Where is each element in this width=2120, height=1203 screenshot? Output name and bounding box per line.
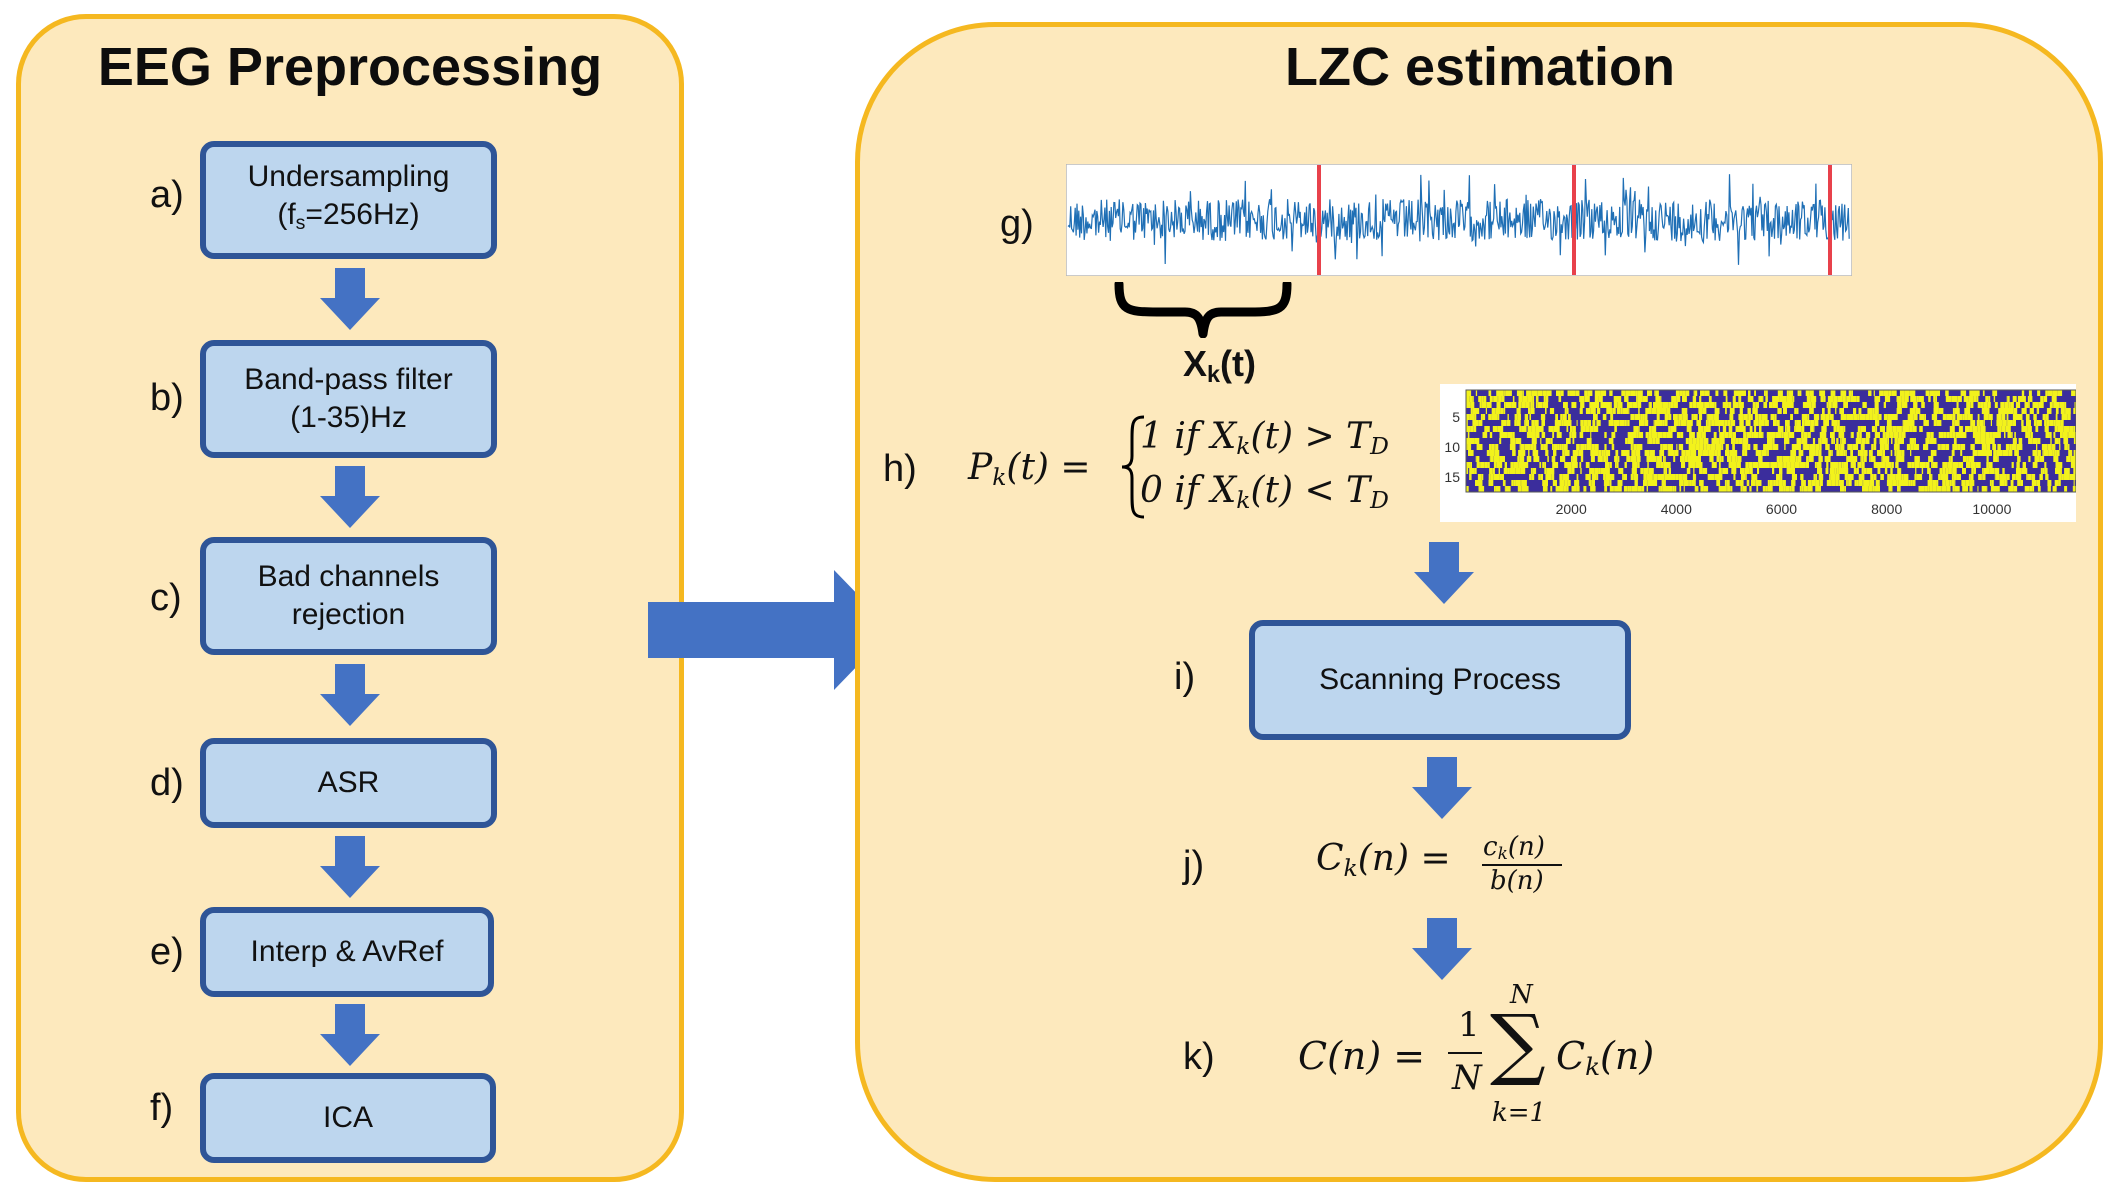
step-label-g: g) [1000,203,1034,245]
step-label-b: b) [150,377,184,419]
binary-x-tick-label: 2000 [1556,501,1587,517]
step-bad-channels-line2: rejection [291,598,406,631]
eeg-signal-plot [1066,164,1852,276]
step-ica: ICA [200,1073,496,1163]
eeg-signal-path [1067,174,1850,265]
step-bandpass-line1: Band-pass filter [244,363,453,396]
step-label-e: e) [150,931,184,973]
binarization-case-2: 0 if Xk(t) < TD [1140,470,1389,514]
binary-x-tick-label: 6000 [1766,501,1797,517]
average-complexity-frac-den: N [1452,1058,1482,1098]
eeg-signal-trace [1067,174,1850,265]
average-complexity-fraction-bar [1448,1052,1482,1054]
step-bad-channels: Bad channels rejection [200,537,497,655]
step-label-k: k) [1183,1036,1215,1078]
summation-lower-limit: k=1 [1492,1098,1547,1128]
step-label-d: d) [150,762,184,804]
step-interp-avref: Interp & AvRef [200,907,494,997]
step-label-f: f) [150,1087,174,1129]
arrow-c-to-d [320,664,380,726]
normalized-complexity-numerator: ck(n) [1483,832,1545,864]
step-undersampling-line1: Undersampling [247,160,450,194]
average-complexity-lhs: C(n) = [1298,1034,1426,1078]
binarization-equation-lhs: Pk(t) = [968,447,1091,491]
binary-y-tick-label: 10 [1444,439,1460,455]
step-label-i: i) [1174,656,1196,698]
normalized-complexity-lhs: Ck(n) = [1316,838,1451,882]
step-bandpass-line2: (1-35)Hz [290,401,407,434]
scanning-process-text: Scanning Process [1319,663,1561,696]
binarization-case-1: 1 if Xk(t) > TD [1140,416,1389,460]
step-asr: ASR [200,738,497,828]
step-label-j: j) [1183,844,1205,886]
arrow-d-to-e [320,836,380,898]
step-interp-text: Interp & AvRef [250,935,444,968]
window-brace [1114,282,1292,338]
summation-upper-limit: N [1510,980,1533,1010]
binary-stripes [1466,390,2076,492]
arrow-preprocessing-to-lzc [648,570,892,690]
arrow-j-to-k [1412,918,1472,980]
binary-x-tick-label: 10000 [1972,501,2011,517]
average-complexity-term: Ck(n) [1556,1034,1655,1082]
step-undersampling: Undersampling (fs=256Hz) [200,141,497,259]
normalized-complexity-denominator: b(n) [1490,866,1544,896]
binary-x-tick-label: 4000 [1661,501,1692,517]
normalized-complexity-fraction-bar [1482,864,1562,866]
step-label-c: c) [150,577,182,619]
arrow-h-to-i [1414,542,1474,604]
average-complexity-frac-num: 1 [1458,1005,1480,1045]
step-label-a: a) [150,174,184,216]
binary-y-tick-label: 15 [1444,469,1460,485]
step-label-h: h) [883,448,917,490]
step-ica-text: ICA [322,1101,373,1134]
cases-brace [1121,415,1145,519]
step-undersampling-line2: (fs=256Hz) [277,198,420,234]
scanning-process-box: Scanning Process [1249,620,1631,740]
step-asr-text: ASR [317,766,380,799]
arrow-a-to-b [320,268,380,330]
step-bad-channels-line1: Bad channels [257,560,440,593]
window-label: Xk(t) [1183,343,1256,387]
lzc-title: LZC estimation [1284,37,1676,97]
arrow-b-to-c [320,466,380,528]
binary-sequence-plot: 5 10 15 2000 4000 6000 8000 10000 [1440,384,2076,522]
summation-symbol-icon: ∑ [1490,999,1546,1089]
binary-y-tick-label: 5 [1452,409,1460,425]
preprocessing-title: EEG Preprocessing [97,37,603,97]
arrow-i-to-j [1412,757,1472,819]
arrow-e-to-f [320,1004,380,1066]
binary-x-tick-label: 8000 [1871,501,1902,517]
step-bandpass-filter: Band-pass filter (1-35)Hz [200,340,497,458]
